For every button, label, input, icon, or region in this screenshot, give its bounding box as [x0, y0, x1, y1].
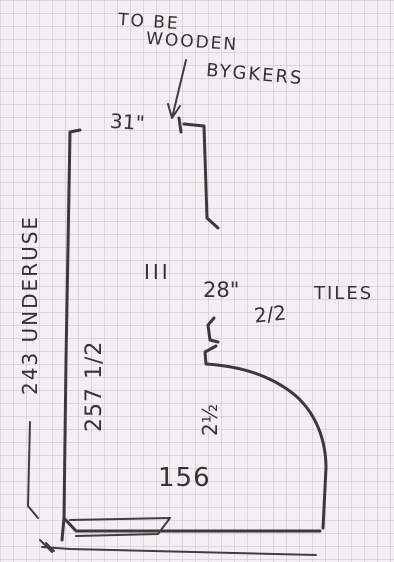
room-outline-bottom-curve [203, 344, 328, 530]
top-width-label: 31" [109, 108, 146, 136]
right-fraction-label: 2½ [198, 403, 222, 436]
side-note-label: 243 UNDERUSE [18, 214, 42, 395]
left-length-label: 257 1/2 [82, 340, 107, 432]
room-outline-notch [206, 316, 220, 344]
side-note-arrow [39, 539, 55, 553]
side-note-line [27, 421, 39, 519]
room-outline-top-step [177, 116, 183, 134]
tiles-label: TILES [314, 283, 374, 304]
middle-width-label: 28" [203, 278, 240, 302]
bottom-width-label: 156 [158, 463, 211, 493]
room-outline-bottom [62, 516, 322, 533]
middle-fraction-label: 2/2 [252, 300, 288, 328]
note-arrow [167, 59, 187, 119]
bottom-edge-line [41, 546, 317, 556]
room-outline-top-right [182, 122, 220, 230]
threshold-strip [69, 517, 171, 537]
room-outline-left-wall [60, 128, 82, 542]
middle-mark: III [144, 260, 171, 284]
